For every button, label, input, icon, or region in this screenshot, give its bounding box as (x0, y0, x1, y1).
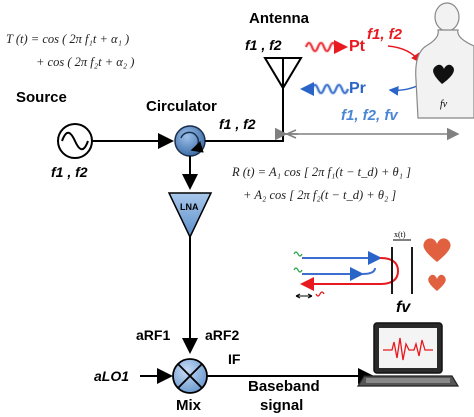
receive-equation-line1: R (t) = A₁ cos [ 2π f₁(t − t_d) + θ₁ ] (232, 165, 411, 179)
chest-motion-sketch (293, 239, 413, 299)
heart-icon (423, 238, 451, 291)
arf1-label: aRF1 (136, 327, 171, 343)
receive-wave-icon (300, 82, 350, 96)
circulator-label: Circulator (146, 98, 217, 115)
if-label: IF (228, 351, 241, 367)
source-sine-icon (57, 123, 93, 159)
body-fv-label: fv (440, 99, 448, 110)
arf2-label: aRF2 (205, 327, 240, 343)
circulator-icon (174, 125, 206, 157)
xt-label: x(t) (394, 230, 406, 239)
antenna-frequency-label: f1 , f2 (245, 37, 282, 53)
antenna-label: Antenna (249, 10, 309, 27)
circulator-frequency-label: f1 , f2 (219, 116, 256, 132)
mixer-icon (172, 358, 208, 394)
transmit-frequency-label: f1, f2 (367, 26, 403, 43)
circulator-to-antenna-wire (205, 82, 284, 142)
transmit-wave-icon (304, 40, 348, 54)
baseband-label-line1: Baseband (248, 378, 320, 395)
source-frequency-label: f1 , f2 (51, 164, 88, 180)
receive-equation-line2: + A₂ cos [ 2π f₂(t − t_d) + θ₂ ] (243, 188, 397, 202)
lna-label: LNA (180, 202, 199, 212)
baseband-label-line2: signal (260, 397, 304, 414)
antenna-icon (263, 57, 303, 90)
transmit-equation-line1: T (t) = cos ( 2π f₁t + α₁ ) (6, 32, 130, 46)
pt-label: Pt (349, 38, 365, 55)
alo1-label: aLO1 (94, 368, 130, 384)
source-label: Source (16, 89, 67, 106)
heart-icon (433, 64, 454, 84)
pr-label: Pr (349, 80, 366, 97)
mix-label: Mix (176, 397, 202, 414)
laptop-fv-label: fv (396, 299, 411, 316)
receive-frequency-label: f1, f2, fv (341, 107, 398, 124)
lna-amplifier-icon (167, 192, 213, 239)
laptop-icon (356, 322, 460, 387)
transmit-equation-line2: + cos ( 2π f₂t + α₂ ) (36, 55, 135, 69)
to-body-arrow (387, 45, 421, 64)
